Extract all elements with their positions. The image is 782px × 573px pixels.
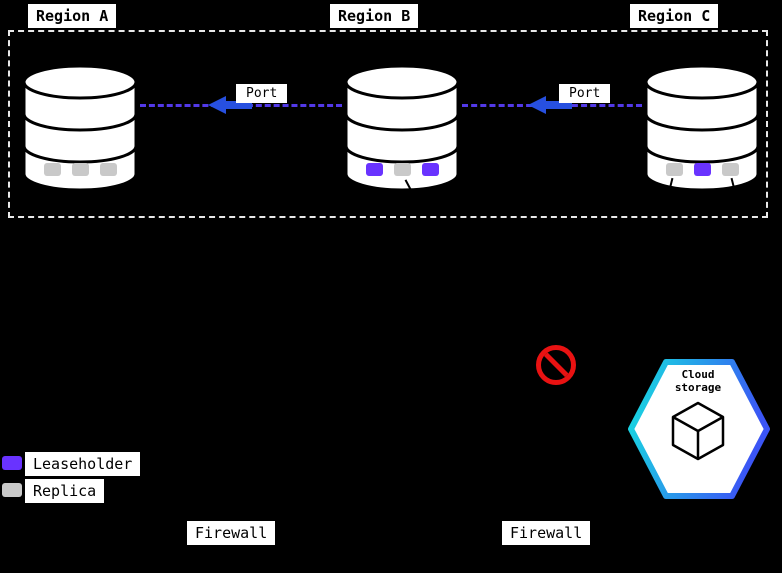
left-arrow-icon xyxy=(208,96,252,114)
prohibition-icon xyxy=(536,345,576,385)
regions-boundary-box xyxy=(8,30,768,218)
store-badge xyxy=(365,163,383,176)
database-region-c xyxy=(642,62,762,192)
legend-label-replica: Replica xyxy=(25,479,105,503)
store-badge xyxy=(721,163,739,176)
firewall-label: Firewall xyxy=(502,521,591,545)
port-label: Port xyxy=(559,84,611,103)
store-badge xyxy=(71,163,89,176)
firewall-label: Firewall xyxy=(187,521,276,545)
database-region-a xyxy=(20,62,140,192)
region-b-label: Region B xyxy=(330,4,419,28)
database-cylinder-icon xyxy=(22,64,138,192)
store-row xyxy=(342,163,462,176)
port-label: Port xyxy=(236,84,288,103)
store-badge xyxy=(693,163,711,176)
store-badge xyxy=(393,163,411,176)
database-cylinder-icon xyxy=(344,64,460,192)
store-row xyxy=(20,163,140,176)
hexagon-icon xyxy=(628,359,770,499)
legend-label-leaseholder: Leaseholder xyxy=(25,452,141,476)
region-a-label: Region A xyxy=(28,4,117,28)
cube-icon xyxy=(671,401,725,461)
store-badge xyxy=(99,163,117,176)
legend-swatch xyxy=(2,483,22,497)
database-region-b xyxy=(342,62,462,194)
cloud-storage-hexagon xyxy=(627,356,771,502)
database-cylinder-icon xyxy=(644,64,760,192)
store-badge xyxy=(665,163,683,176)
left-arrow-icon xyxy=(528,96,572,114)
store-badge xyxy=(43,163,61,176)
cloud-storage-label: Cloud storage xyxy=(674,368,722,394)
legend-swatch xyxy=(2,456,22,470)
store-row xyxy=(642,163,762,176)
store-badge xyxy=(421,163,439,176)
region-c-label: Region C xyxy=(630,4,719,28)
